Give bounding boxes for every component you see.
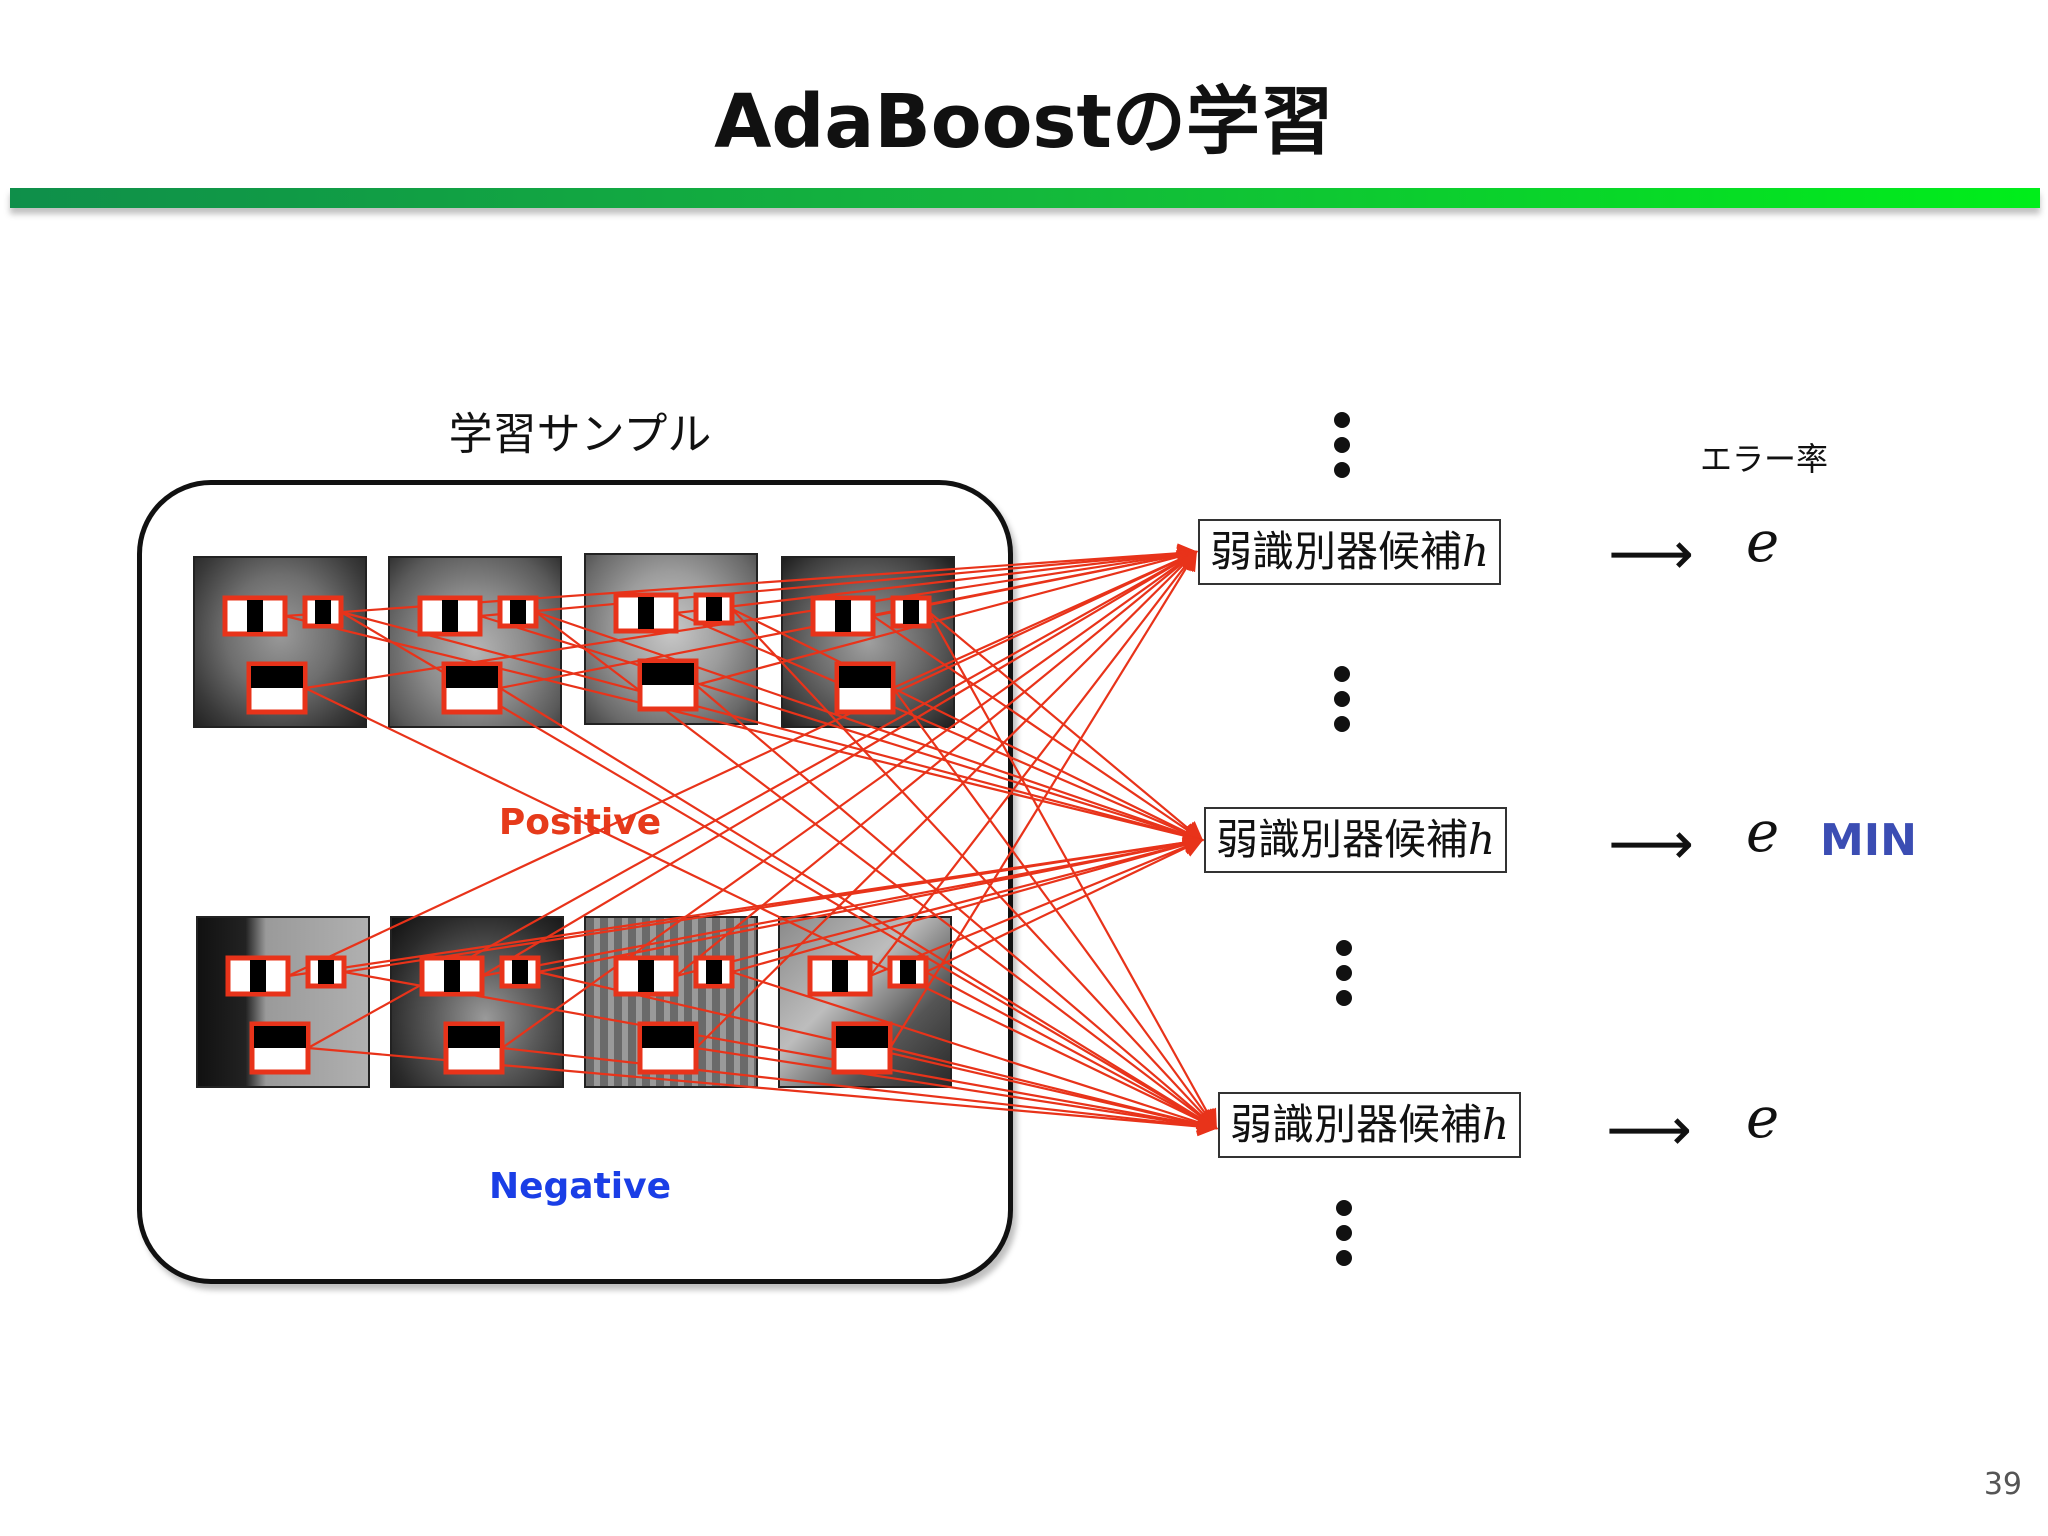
haar-feature-dark [318, 960, 334, 984]
haar-feature-dark [251, 666, 303, 688]
haar-feature-dark [247, 600, 263, 632]
arrow-icon: ⟶ [1608, 519, 1695, 589]
connection-line [675, 544, 1198, 615]
connection-line [284, 614, 1204, 846]
classifier-label: 弱識別器候補 [1230, 1100, 1483, 1149]
classifier-label: 弱識別器候補 [1216, 815, 1469, 864]
page-number: 39 [1983, 1467, 2022, 1502]
weak-classifier-candidate-1: 弱識別器候補h [1198, 519, 1502, 585]
haar-feature-dark [642, 663, 694, 685]
haar-feature-dark [638, 597, 654, 629]
connection-line [889, 550, 1198, 1049]
connection-line [695, 547, 1198, 687]
haar-feature-dark [900, 960, 916, 984]
connection-line [928, 611, 1204, 842]
connection-line [731, 608, 1218, 1130]
haar-feature-dark [444, 960, 460, 992]
haar-feature-dark [250, 960, 266, 992]
error-symbol-2: e [1746, 800, 1780, 865]
connection-line [928, 611, 1217, 1130]
connection-line [872, 615, 1204, 842]
connection-line [675, 550, 1198, 977]
haar-feature-dark [315, 600, 331, 624]
haar-feature-dark [254, 1026, 306, 1048]
connection-line [675, 834, 1204, 978]
negative-label: Negative [488, 1166, 672, 1207]
haar-feature-dark [839, 666, 891, 688]
haar-feature-dark [512, 960, 528, 984]
slide-title: AdaBoostの学習 [714, 79, 1334, 165]
connection-line [535, 610, 1204, 844]
ellipsis-dots-3 [1336, 940, 1356, 1015]
haar-feature-dark [642, 1026, 694, 1048]
error-rate-label: エラー率 [1700, 440, 1829, 478]
connection-line [340, 610, 1204, 846]
connection-line [343, 970, 1218, 1135]
min-label: MIN [1820, 815, 1917, 866]
ellipsis-dots-4 [1336, 1200, 1356, 1275]
classifier-symbol: h [1462, 527, 1490, 576]
connection-line [501, 1046, 1218, 1136]
weak-classifier-candidate-2: 弱識別器候補h [1204, 807, 1508, 873]
haar-feature-dark [638, 960, 654, 992]
haar-feature-dark [835, 600, 851, 632]
connection-line [537, 833, 1204, 974]
connection-line [731, 835, 1204, 974]
connection-line [731, 608, 1204, 842]
error-symbol-1: e [1746, 510, 1780, 575]
connection-line [481, 833, 1204, 978]
connection-line [479, 543, 1198, 618]
haar-feature-dark [836, 1026, 888, 1048]
connection-line [925, 971, 1218, 1129]
haar-feature-dark [442, 600, 458, 632]
connection-line [287, 550, 1198, 977]
classifier-symbol: h [1482, 1100, 1510, 1149]
connection-line [675, 611, 1204, 843]
connection-line [479, 614, 1204, 845]
connection-line [925, 838, 1204, 973]
haar-feature-dark [446, 666, 498, 688]
ellipsis-dots-2 [1334, 666, 1354, 741]
connection-line [892, 687, 1218, 1130]
connection-line [695, 1046, 1218, 1136]
haar-feature-dark [903, 600, 919, 624]
connection-line [343, 832, 1204, 974]
arrow-icon: ⟶ [1608, 809, 1695, 879]
connection-line [869, 550, 1198, 977]
haar-feature-dark [832, 960, 848, 992]
haar-feature-dark [448, 1026, 500, 1048]
weak-classifier-candidate-3: 弱識別器候補h [1218, 1092, 1522, 1158]
haar-feature-dark [706, 597, 722, 621]
connection-line [695, 684, 1218, 1130]
title-underline-bar [10, 188, 2040, 208]
connection-line [889, 1046, 1218, 1134]
connection-line [695, 550, 1198, 1049]
connection-line [731, 970, 1218, 1132]
arrow-icon: ⟶ [1606, 1095, 1693, 1165]
connection-line [869, 837, 1204, 978]
error-symbol-3: e [1746, 1086, 1780, 1151]
connection-line [481, 550, 1198, 977]
haar-feature-dark [510, 600, 526, 624]
classifier-label: 弱識別器候補 [1210, 527, 1463, 576]
ellipsis-dots-1 [1334, 412, 1354, 487]
positive-label: Positive [498, 802, 662, 843]
training-samples-label: 学習サンプル [448, 409, 712, 460]
haar-feature-dark [706, 960, 722, 984]
classifier-symbol: h [1468, 815, 1496, 864]
